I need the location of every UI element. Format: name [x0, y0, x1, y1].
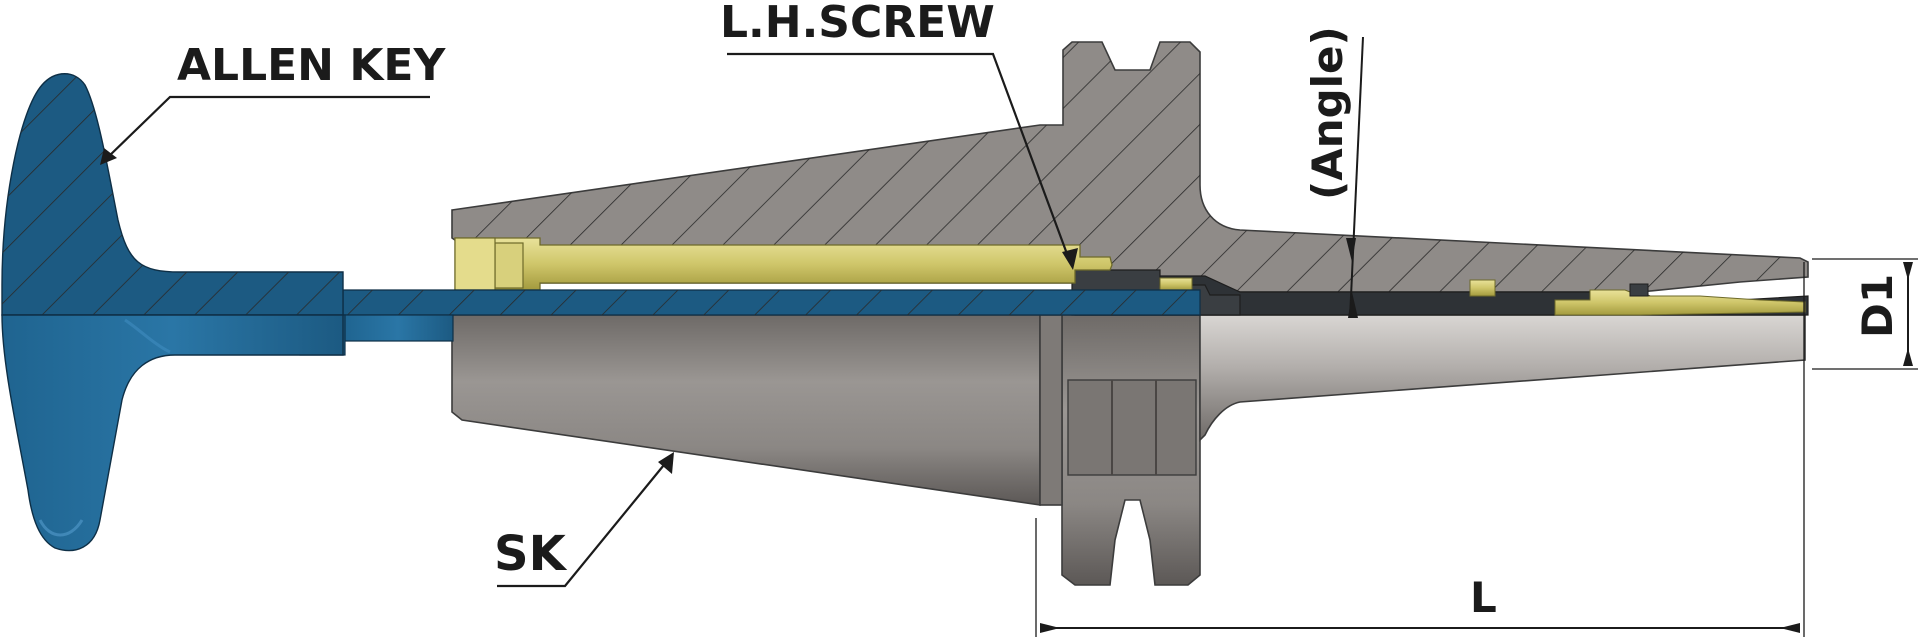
brass-collet	[1554, 289, 1806, 316]
angle-label: (Angle)	[1303, 26, 1352, 200]
brass-insert	[1159, 277, 1193, 291]
allen-key-handle	[1, 314, 344, 552]
annotations: ALLEN KEY L.H.SCREW (Angle) D1 SK L	[100, 0, 1918, 637]
lh-screw-body	[454, 237, 1113, 291]
l-label: L	[1470, 573, 1497, 622]
sk-leader	[497, 459, 669, 588]
d1-label: D1	[1853, 274, 1902, 338]
sk-label: SK	[494, 526, 568, 582]
taper-body	[451, 314, 1041, 506]
allen-key-label: ALLEN KEY	[177, 40, 446, 91]
lh-screw-label: L.H.SCREW	[720, 0, 995, 48]
allen-key	[1, 73, 1201, 552]
angle-leader	[1349, 36, 1364, 319]
nose-cone	[1199, 314, 1806, 442]
lh-screw-leader	[727, 52, 1072, 263]
allen-key-leader	[106, 95, 430, 159]
allen-key-shaft	[342, 314, 454, 342]
flange-slot-face	[1067, 379, 1197, 476]
